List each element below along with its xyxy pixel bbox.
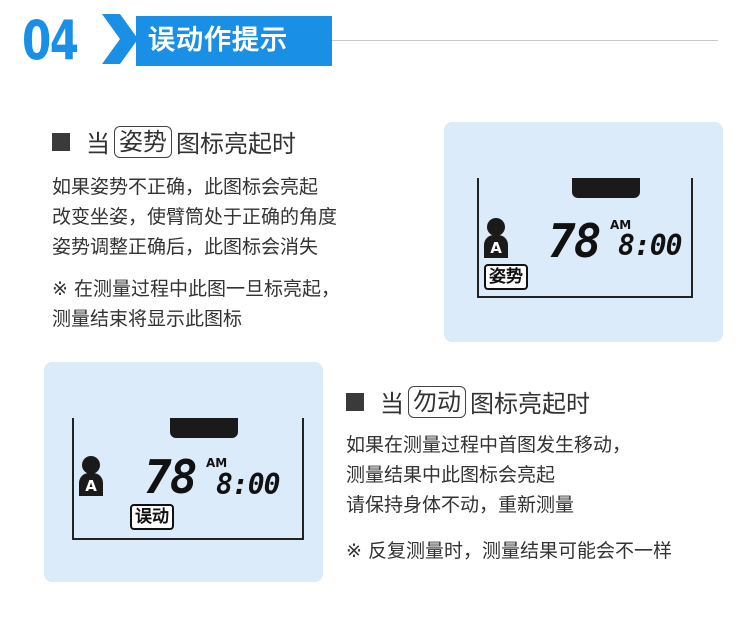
- posture-badge: 姿势: [484, 264, 528, 290]
- user-icon: A: [484, 218, 508, 258]
- clock-time: 8:00: [216, 468, 280, 501]
- section1-line: 改变坐姿，使臂筒处于正确的角度: [52, 206, 338, 228]
- pulse-value: 78: [548, 214, 601, 268]
- lcd-segment-top: [170, 418, 238, 438]
- clock-time: 8:00: [618, 229, 682, 262]
- section2-line: 请保持身体不动，重新测量: [346, 494, 575, 516]
- user-icon: A: [79, 456, 103, 496]
- section1-note-line: 测量结束将显示此图标: [52, 308, 243, 330]
- section2-icon-label: 勿动: [408, 385, 466, 418]
- lcd-frame: [477, 178, 693, 298]
- section1-heading: 当 姿势 图标亮起时: [52, 124, 296, 159]
- section2-prefix: 当: [380, 390, 404, 418]
- bullet-square-icon: [346, 392, 364, 411]
- section2-heading: 当 勿动 图标亮起时: [346, 384, 590, 419]
- ampm-indicator: AM: [610, 218, 632, 232]
- lcd-segment-top: [572, 178, 640, 198]
- chevron-right-icon: [102, 14, 138, 64]
- header-divider: [332, 40, 718, 41]
- section2-note: ※ 反复测量时，测量结果可能会不一样: [346, 540, 672, 562]
- section2-suffix: 图标亮起时: [470, 390, 590, 418]
- section-title: 误动作提示: [136, 16, 332, 66]
- section1-note: ※ 在测量过程中此图一旦标亮起， 测量结束将显示此图标: [52, 274, 340, 334]
- pulse-value: 78: [144, 450, 197, 504]
- bullet-square-icon: [52, 132, 70, 151]
- section1-note-line: ※ 在测量过程中此图一旦标亮起，: [52, 278, 340, 300]
- section1-suffix: 图标亮起时: [176, 130, 296, 158]
- section2-line: 如果在测量过程中首图发生移动，: [346, 434, 632, 456]
- section1-icon-label: 姿势: [114, 125, 172, 158]
- section1-line: 如果姿势不正确，此图标会亮起: [52, 176, 319, 198]
- section2-line: 测量结果中此图标会亮起: [346, 464, 556, 486]
- movement-badge: 误动: [130, 504, 174, 530]
- section1-description: 如果姿势不正确，此图标会亮起 改变坐姿，使臂筒处于正确的角度 姿势调整正确后，此…: [52, 172, 337, 262]
- section1-line: 姿势调整正确后，此图标会消失: [52, 236, 319, 258]
- lcd-frame: [72, 418, 304, 540]
- section1-prefix: 当: [86, 130, 110, 158]
- section-number: 04: [22, 9, 79, 72]
- section2-description: 如果在测量过程中首图发生移动， 测量结果中此图标会亮起 请保持身体不动，重新测量: [346, 430, 631, 520]
- ampm-indicator: AM: [206, 456, 228, 470]
- lcd-panel-movement: A 78 AM 8:00 误动: [44, 362, 323, 582]
- lcd-panel-posture: A 78 AM 8:00 姿势: [444, 122, 723, 342]
